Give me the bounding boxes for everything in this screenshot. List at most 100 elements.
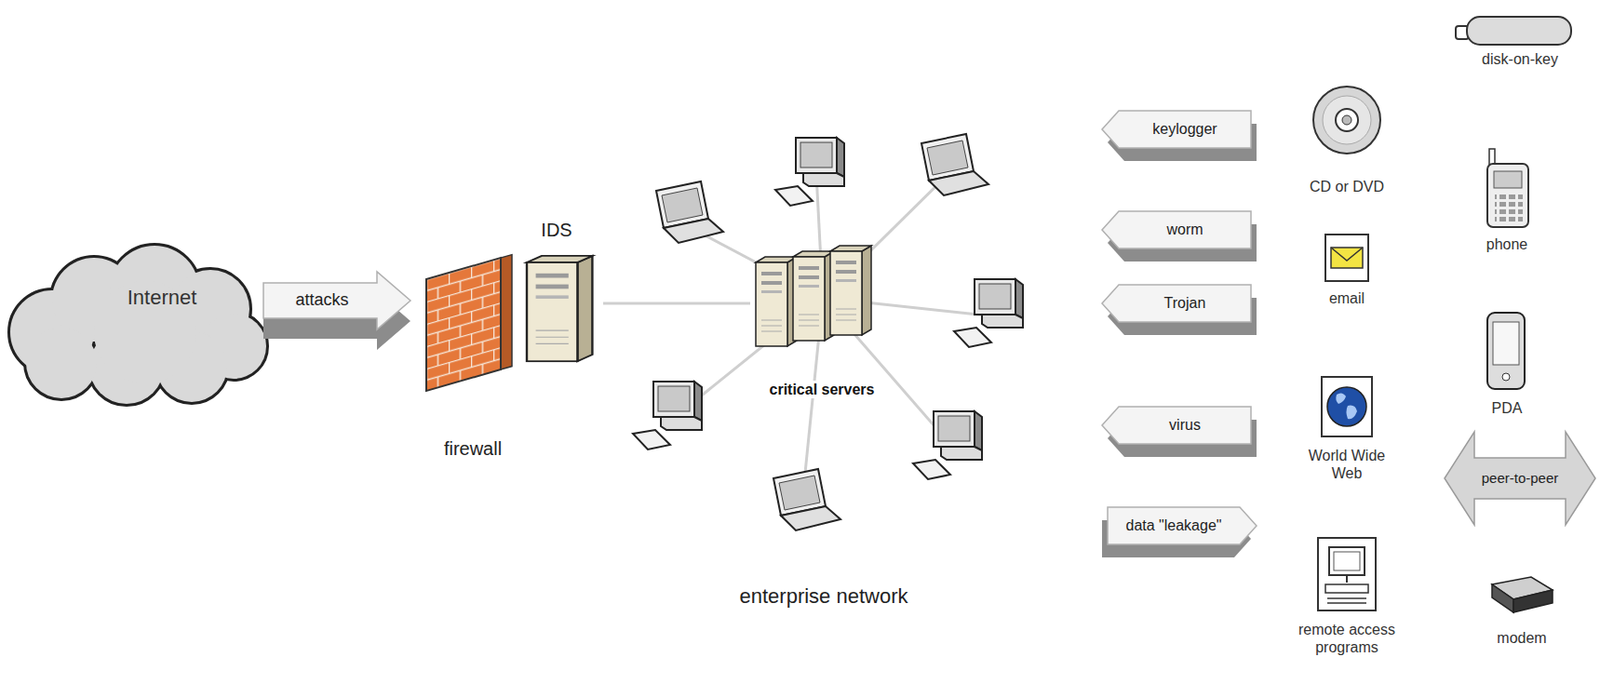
firewall-wall bbox=[426, 255, 512, 391]
cloud-outline bbox=[10, 290, 95, 375]
arrow-shadow bbox=[263, 292, 411, 350]
web-icon-part bbox=[1327, 387, 1367, 427]
cloud-fill bbox=[26, 327, 97, 399]
critical-server-icons bbox=[755, 245, 872, 347]
cloud-outline bbox=[156, 331, 228, 403]
arrow-shadow bbox=[1107, 297, 1257, 336]
internet-cloud-shape bbox=[5, 243, 272, 408]
critical-server-icons-part bbox=[793, 251, 834, 341]
device-label: phone bbox=[1460, 235, 1554, 254]
node-text: critical servers bbox=[766, 380, 879, 399]
web-icon-part bbox=[1335, 392, 1346, 404]
node-text: Trojan bbox=[1164, 294, 1207, 312]
critical-server-icons-part bbox=[755, 256, 797, 347]
threat-arrow-shape bbox=[1102, 211, 1257, 266]
remote-access-icon-part bbox=[1325, 584, 1369, 593]
phone-icon-part bbox=[1493, 171, 1522, 189]
cloud-outline bbox=[171, 269, 250, 349]
media-label: World Wide Web bbox=[1295, 446, 1399, 483]
cloud-fill bbox=[89, 329, 164, 404]
internet-cloud: Internet bbox=[5, 243, 272, 408]
node-text: IDS bbox=[540, 218, 572, 242]
remote-access-icon-part bbox=[1333, 551, 1360, 571]
computers-part bbox=[656, 181, 724, 243]
firewall-wall-part bbox=[426, 257, 501, 391]
arrow-body bbox=[1102, 284, 1251, 323]
ids-server-icon bbox=[526, 255, 592, 362]
leak-arrow-shape bbox=[1102, 507, 1257, 562]
network-link bbox=[603, 302, 751, 306]
usb-key-icon-part bbox=[1466, 16, 1572, 45]
computers-part bbox=[775, 137, 845, 206]
cloud-fill bbox=[94, 281, 197, 384]
arrow-body bbox=[1102, 110, 1251, 148]
firewall-wall-part bbox=[500, 255, 512, 370]
phone-icon bbox=[1487, 148, 1529, 228]
email-icon bbox=[1325, 234, 1369, 282]
web-icon-part bbox=[1321, 376, 1372, 437]
double-arrow bbox=[1444, 431, 1596, 525]
email-icon-part bbox=[1331, 247, 1363, 261]
threat-arrow-shape bbox=[1102, 284, 1257, 339]
node-text: peer-to-peer bbox=[1481, 470, 1560, 487]
threat-arrow-shape bbox=[1102, 110, 1257, 165]
node-text: virus bbox=[1169, 416, 1201, 434]
computers-part bbox=[773, 469, 841, 531]
node-text: Internet bbox=[127, 285, 198, 310]
remote-access-icon-part bbox=[1317, 537, 1376, 611]
remote-access-icon-part bbox=[1327, 602, 1367, 605]
computers bbox=[632, 134, 1023, 531]
computers-part bbox=[921, 134, 989, 196]
media-label: remote access programs bbox=[1289, 620, 1405, 657]
node-text: enterprise network bbox=[739, 584, 909, 609]
device-label: modem bbox=[1475, 629, 1569, 647]
arrow-shadow bbox=[1107, 123, 1257, 162]
attack-arrow: attacks bbox=[263, 271, 411, 352]
cloud-outline bbox=[201, 313, 267, 379]
node-text: keylogger bbox=[1152, 120, 1217, 138]
remote-access-icon-part bbox=[1345, 575, 1348, 583]
node-text: firewall bbox=[443, 437, 502, 460]
arrow-shadow bbox=[1102, 520, 1251, 558]
pda-icon-part bbox=[1487, 312, 1525, 390]
threat-arrow: worm bbox=[1102, 211, 1257, 266]
cloud-outline bbox=[109, 245, 200, 336]
remote-access-icon bbox=[1317, 537, 1376, 611]
modem-icon-part bbox=[1513, 590, 1553, 613]
leak-arrow: data "leakage" bbox=[1102, 507, 1257, 562]
cloud-outline bbox=[26, 327, 97, 399]
media-label: email bbox=[1290, 289, 1403, 308]
device-label: disk-on-key bbox=[1464, 50, 1576, 68]
cloud-fill bbox=[10, 245, 267, 404]
web-icon-part bbox=[1346, 405, 1358, 420]
arrow-body bbox=[263, 271, 411, 330]
arrow-shadow bbox=[1107, 419, 1257, 458]
cd-icon-part bbox=[1313, 86, 1381, 154]
cloud-fill bbox=[171, 269, 250, 349]
node-text: data "leakage" bbox=[1126, 516, 1223, 535]
media-label: CD or DVD bbox=[1290, 177, 1403, 196]
phone-icon-part bbox=[1487, 163, 1529, 228]
peer-arrow: peer-to-peer bbox=[1444, 428, 1596, 529]
arrow-body bbox=[1102, 211, 1251, 249]
device-label: PDA bbox=[1460, 399, 1554, 417]
node-text: worm bbox=[1166, 220, 1203, 239]
phone-icon-part bbox=[1494, 193, 1523, 222]
computers-part bbox=[632, 381, 702, 450]
cloud-outline bbox=[52, 257, 136, 342]
cloud-fill bbox=[10, 290, 95, 375]
pda-icon bbox=[1487, 312, 1525, 390]
node-text: attacks bbox=[295, 290, 349, 311]
web-icon bbox=[1321, 376, 1372, 437]
server-group: critical servers bbox=[750, 229, 894, 374]
computers-part bbox=[913, 411, 982, 480]
ids-server-icon-part bbox=[526, 255, 592, 362]
cd-icon-part bbox=[1335, 108, 1358, 132]
threat-arrow: virus bbox=[1102, 406, 1257, 461]
remote-access-icon-part bbox=[1329, 547, 1365, 576]
usb-key-icon bbox=[1455, 16, 1572, 45]
